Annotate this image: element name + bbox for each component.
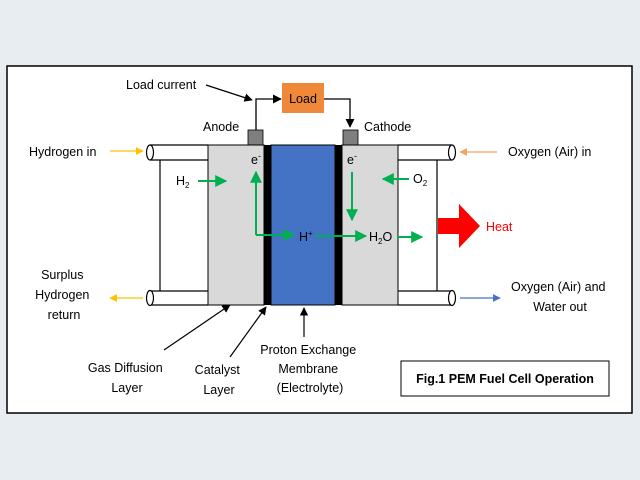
hydrogen-inlet-pipe: [150, 144, 208, 306]
proton-exchange-membrane: [270, 144, 336, 306]
load-current-arrow: [205, 84, 253, 102]
anode-electron-label: e-: [251, 151, 261, 167]
proton-label: H+: [299, 229, 313, 244]
catalyst-layer-label: Catalyst Layer: [195, 363, 244, 397]
gas-diffusion-layer-label: Gas Diffusion Layer: [88, 361, 166, 395]
caption-box: [400, 360, 610, 397]
anode-terminal: [247, 129, 264, 146]
gdl-callout-line: [163, 304, 231, 351]
oxygen-outlet-opening: [447, 289, 457, 307]
hydrogen-return-opening: [145, 289, 155, 307]
heat-label: Heat: [486, 220, 513, 234]
hydrogen-in-label: Hydrogen in: [29, 145, 96, 159]
o2-label: O2: [413, 172, 428, 188]
surplus-hydrogen-label: Surplus Hydrogen return: [35, 268, 93, 322]
load-box: [282, 83, 324, 113]
oxygen-inlet-opening: [447, 144, 457, 161]
cathode-catalyst-layer: [335, 145, 342, 305]
load-label: Load: [289, 92, 317, 106]
cathode-gas-diffusion-layer: [341, 144, 399, 306]
cathode-electron-label: e-: [347, 151, 357, 167]
water-label: H2O: [369, 230, 392, 246]
anode-catalyst-layer: [264, 145, 271, 305]
oxygen-in-label: Oxygen (Air) in: [508, 145, 591, 159]
load-current-label: Load current: [126, 78, 197, 92]
h2-label: H2: [176, 174, 190, 190]
load-wire-left: [255, 94, 282, 130]
hydrogen-inlet-opening: [145, 144, 155, 161]
cathode-terminal: [342, 129, 359, 146]
oxygen-pipe: [398, 144, 452, 306]
load-wire-right: [324, 98, 355, 128]
cathode-label: Cathode: [364, 120, 411, 134]
catalyst-callout-line: [229, 306, 267, 358]
figure-caption: Fig.1 PEM Fuel Cell Operation: [416, 372, 594, 386]
heat-arrow: [438, 204, 480, 248]
membrane-label: Proton Exchange Membrane (Electrolyte): [260, 343, 359, 395]
anode-label: Anode: [203, 120, 239, 134]
oxygen-out-label: Oxygen (Air) and Water out: [511, 280, 609, 314]
